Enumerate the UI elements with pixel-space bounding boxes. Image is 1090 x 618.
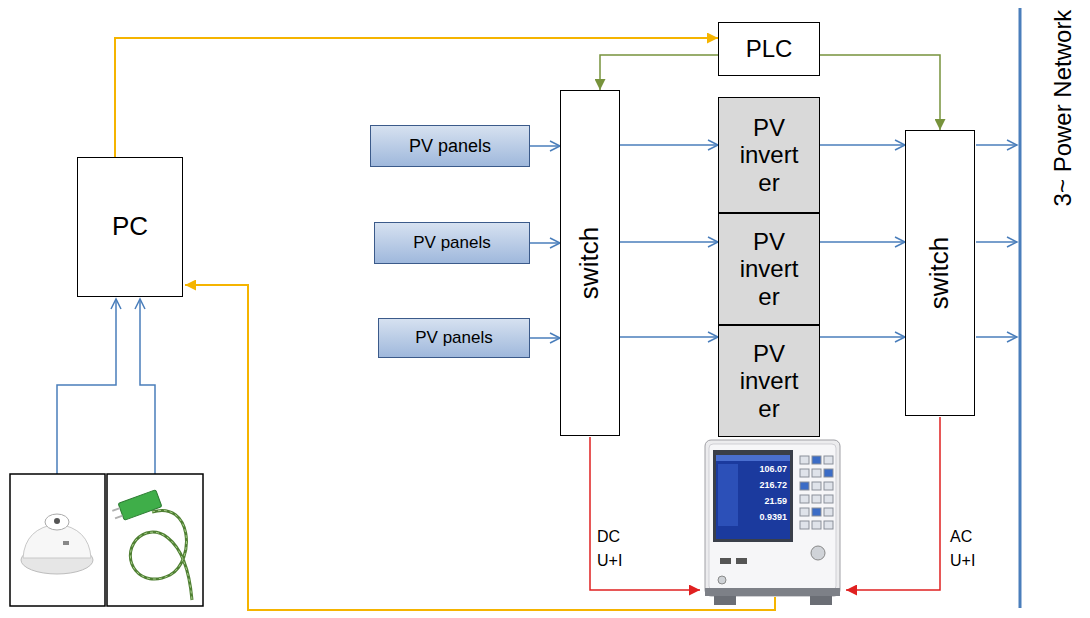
switch-box: switch bbox=[560, 90, 620, 436]
analyzer-button bbox=[812, 495, 821, 503]
connector-arrow bbox=[115, 38, 718, 157]
signal-label: U+I bbox=[597, 552, 622, 570]
analyzer-button bbox=[812, 482, 821, 490]
analyzer-screen bbox=[716, 455, 790, 539]
node-text: PC bbox=[112, 212, 148, 242]
connector-arrow bbox=[820, 144, 905, 146]
analyzer-button bbox=[800, 521, 809, 529]
pv-panel-box: PV panels bbox=[370, 125, 530, 167]
signal-label: U+I bbox=[950, 552, 975, 570]
analyzer-button bbox=[824, 469, 833, 477]
analyzer-foot bbox=[810, 596, 832, 605]
analyzer-button bbox=[824, 456, 833, 464]
node-text: PV panels bbox=[415, 328, 493, 348]
analyzer-button bbox=[824, 482, 833, 490]
data-link-wire bbox=[185, 285, 775, 610]
node-text: PV panels bbox=[413, 233, 491, 253]
node-text: PV inverter bbox=[733, 228, 805, 311]
connector-arrow bbox=[530, 145, 560, 147]
pyranometer-frame bbox=[10, 474, 105, 606]
analyzer-button bbox=[800, 482, 809, 490]
analyzer-front bbox=[709, 444, 836, 590]
inverter-box: PV inverter bbox=[718, 325, 820, 437]
plug-pin bbox=[115, 516, 123, 519]
sensor-wire bbox=[57, 299, 116, 474]
usb-port bbox=[720, 558, 731, 564]
thermocouple-wire bbox=[130, 510, 192, 600]
pyranometer-sensor bbox=[54, 518, 60, 524]
pv-panel-box: PV panels bbox=[374, 222, 530, 264]
power-network-bus bbox=[1019, 8, 1022, 608]
thermocouple-plug bbox=[111, 490, 162, 523]
sensor-wire bbox=[140, 299, 155, 474]
node-text: switch bbox=[575, 227, 605, 299]
connector-arrow bbox=[620, 241, 718, 243]
analyzer-body bbox=[705, 440, 840, 596]
screen-column bbox=[718, 464, 738, 526]
signal-label: AC bbox=[950, 528, 972, 546]
power-analyzer bbox=[705, 440, 840, 605]
analyzer-base bbox=[705, 588, 840, 596]
analyzer-button bbox=[800, 508, 809, 516]
grid-feed-arrow bbox=[976, 241, 1017, 243]
analyzer-bezel bbox=[713, 450, 793, 542]
inverter-box: PV inverter bbox=[718, 97, 820, 213]
analyzer-button bbox=[800, 456, 809, 464]
grid-feed-arrow bbox=[976, 144, 1017, 146]
connector-arrow bbox=[620, 144, 718, 146]
node-text: switch bbox=[925, 237, 955, 309]
node-text: PV inverter bbox=[733, 114, 805, 197]
connector-arrow bbox=[820, 55, 940, 130]
pv-panel-box: PV panels bbox=[378, 318, 530, 358]
inverter-box: PV inverter bbox=[718, 213, 820, 325]
plug-pin bbox=[112, 508, 120, 511]
plc-box: PLC bbox=[718, 22, 820, 76]
analyzer-foot bbox=[714, 596, 736, 605]
analyzer-button bbox=[824, 508, 833, 516]
connector-arrow bbox=[620, 336, 718, 338]
analyzer-button bbox=[824, 495, 833, 503]
ac-measurement-wire bbox=[846, 417, 940, 590]
plug-body bbox=[118, 490, 162, 521]
analyzer-button bbox=[812, 469, 821, 477]
node-text: PLC bbox=[746, 35, 793, 63]
pyranometer-dome bbox=[45, 514, 69, 530]
connector-arrow bbox=[600, 55, 718, 90]
network-label: 3~ Power Network bbox=[1049, 10, 1077, 207]
switch-box: switch bbox=[905, 130, 975, 416]
grid-feed-arrow bbox=[976, 336, 1017, 338]
connector-arrow bbox=[820, 336, 905, 338]
node-text: PV inverter bbox=[733, 340, 805, 423]
dc-measurement-wire bbox=[590, 437, 700, 590]
screen-reading: 21.59 bbox=[741, 495, 787, 507]
power-button bbox=[718, 576, 726, 584]
thermocouple-wire-twist bbox=[130, 510, 192, 600]
analyzer-button bbox=[812, 456, 821, 464]
analyzer-knob bbox=[811, 546, 825, 560]
computer-box: PC bbox=[77, 157, 183, 297]
screen-header bbox=[716, 455, 790, 461]
signal-label: DC bbox=[597, 528, 620, 546]
analyzer-button bbox=[812, 521, 821, 529]
analyzer-button bbox=[824, 521, 833, 529]
analyzer-button bbox=[812, 508, 821, 516]
thermocouple-frame bbox=[107, 474, 203, 606]
screen-reading: 0.9391 bbox=[741, 511, 787, 523]
analyzer-button bbox=[800, 469, 809, 477]
screen-reading: 106.07 bbox=[741, 463, 787, 475]
screen-reading: 216.72 bbox=[741, 479, 787, 491]
connector-arrow bbox=[530, 242, 560, 244]
usb-port bbox=[736, 558, 747, 564]
node-text: PV panels bbox=[409, 136, 491, 157]
pyranometer-tag bbox=[63, 541, 69, 545]
analyzer-button bbox=[800, 495, 809, 503]
connector-arrow bbox=[820, 241, 905, 243]
connector-arrow bbox=[530, 337, 560, 339]
